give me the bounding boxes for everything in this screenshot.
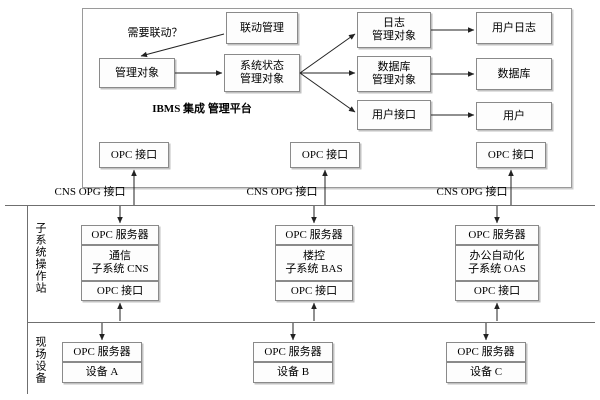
workstation-2-body-line-1: 子系统 OAS [468,263,526,275]
device-2-name-label: 设备 C [469,366,503,379]
ibms-opc-interface-0[interactable]: OPC 接口 [99,142,169,168]
band-label-field-devices: 现场设备 [34,336,46,384]
workstation-0-body-line-1: 子系统 CNS [91,263,149,275]
device-0-server[interactable]: OPC 服务器 [62,342,142,362]
workstation-0-server-label: OPC 服务器 [91,228,149,241]
node-system-state-object-line-0: 系统状态 [240,60,284,73]
device-1-name[interactable]: 设备 B [253,362,333,383]
ibms-opc-interface-1[interactable]: OPC 接口 [290,142,360,168]
ibms-opc-interface-2[interactable]: OPC 接口 [476,142,546,168]
edge-label-need-linkage: 需要联动？ [127,27,183,39]
workstation-2-body[interactable]: 办公自动化 子系统 OAS [455,245,539,281]
bus-divider-line [5,205,595,206]
ibms-opc-interface-2-label: OPC 接口 [487,148,535,161]
workstation-1-interface-label: OPC 接口 [290,284,338,297]
node-linkage-manager-line-0: 联动管理 [240,21,284,34]
ibms-opc-interface-1-label: OPC 接口 [301,148,349,161]
workstation-0-interface[interactable]: OPC 接口 [81,281,159,301]
node-log-object-line-1: 管理对象 [372,30,416,42]
band-label-workstations: 子系统操作站 [34,222,46,294]
ibms-platform-panel [82,8,572,188]
node-user-interface-object[interactable]: 用户接口 [357,100,431,130]
node-user-log[interactable]: 用户日志 [476,12,552,44]
workstation-1-server[interactable]: OPC 服务器 [275,225,353,245]
device-2-name[interactable]: 设备 C [446,362,526,383]
node-system-state-object-line-1: 管理对象 [240,73,284,85]
device-0-server-label: OPC 服务器 [73,345,131,358]
device-2-server-label: OPC 服务器 [457,345,515,358]
workstation-2-server[interactable]: OPC 服务器 [455,225,539,245]
node-database-object[interactable]: 数据库 管理对象 [357,56,431,92]
node-linkage-manager[interactable]: 联动管理 [226,12,298,44]
workstation-2-server-label: OPC 服务器 [468,228,526,241]
workstation-1-interface[interactable]: OPC 接口 [275,281,353,301]
node-database[interactable]: 数据库 [476,58,552,90]
device-0-name-label: 设备 A [85,366,119,379]
workstation-2-body-line-0: 办公自动化 [469,250,525,263]
node-managed-object[interactable]: 管理对象 [99,58,175,88]
workstation-2-interface[interactable]: OPC 接口 [455,281,539,301]
workstation-1-body[interactable]: 楼控 子系统 BAS [275,245,353,281]
node-user-interface-object-line-0: 用户接口 [372,108,416,121]
workstation-1-body-line-1: 子系统 BAS [285,263,343,275]
bus-label-2: CNS OPG 接口 [436,186,508,198]
workstation-1-server-label: OPC 服务器 [285,228,343,241]
workstation-2-interface-label: OPC 接口 [473,284,521,297]
field-band-divider-line [27,322,595,323]
node-user[interactable]: 用户 [476,102,552,130]
platform-title: IBMS 集成 管理平台 [142,103,262,116]
workstation-0-body[interactable]: 通信 子系统 CNS [81,245,159,281]
platform-title-line-1: 管理平台 [207,103,252,115]
node-database-object-line-0: 数据库 [377,61,411,74]
device-1-server-label: OPC 服务器 [264,345,322,358]
node-system-state-object[interactable]: 系统状态 管理对象 [224,54,300,92]
platform-title-line-0: IBMS 集成 [152,103,206,115]
workstation-0-body-line-0: 通信 [109,250,131,263]
node-log-object[interactable]: 日志 管理对象 [357,12,431,48]
device-0-name[interactable]: 设备 A [62,362,142,383]
workstation-0-interface-label: OPC 接口 [96,284,144,297]
node-database-object-line-1: 管理对象 [372,74,416,86]
device-1-name-label: 设备 B [276,366,310,379]
node-user-log-line-0: 用户日志 [492,21,536,34]
device-2-server[interactable]: OPC 服务器 [446,342,526,362]
node-database-line-0: 数据库 [497,67,531,80]
bus-label-1: CNS OPG 接口 [246,186,318,198]
workstation-1-body-line-0: 楼控 [303,250,325,263]
bus-label-0: CNS OPG 接口 [54,186,126,198]
side-label-column-rule [27,206,28,394]
node-log-object-line-0: 日志 [383,17,405,30]
node-managed-object-line-0: 管理对象 [115,66,159,79]
node-user-line-0: 用户 [503,109,525,122]
workstation-0-server[interactable]: OPC 服务器 [81,225,159,245]
device-1-server[interactable]: OPC 服务器 [253,342,333,362]
ibms-opc-interface-0-label: OPC 接口 [110,148,158,161]
